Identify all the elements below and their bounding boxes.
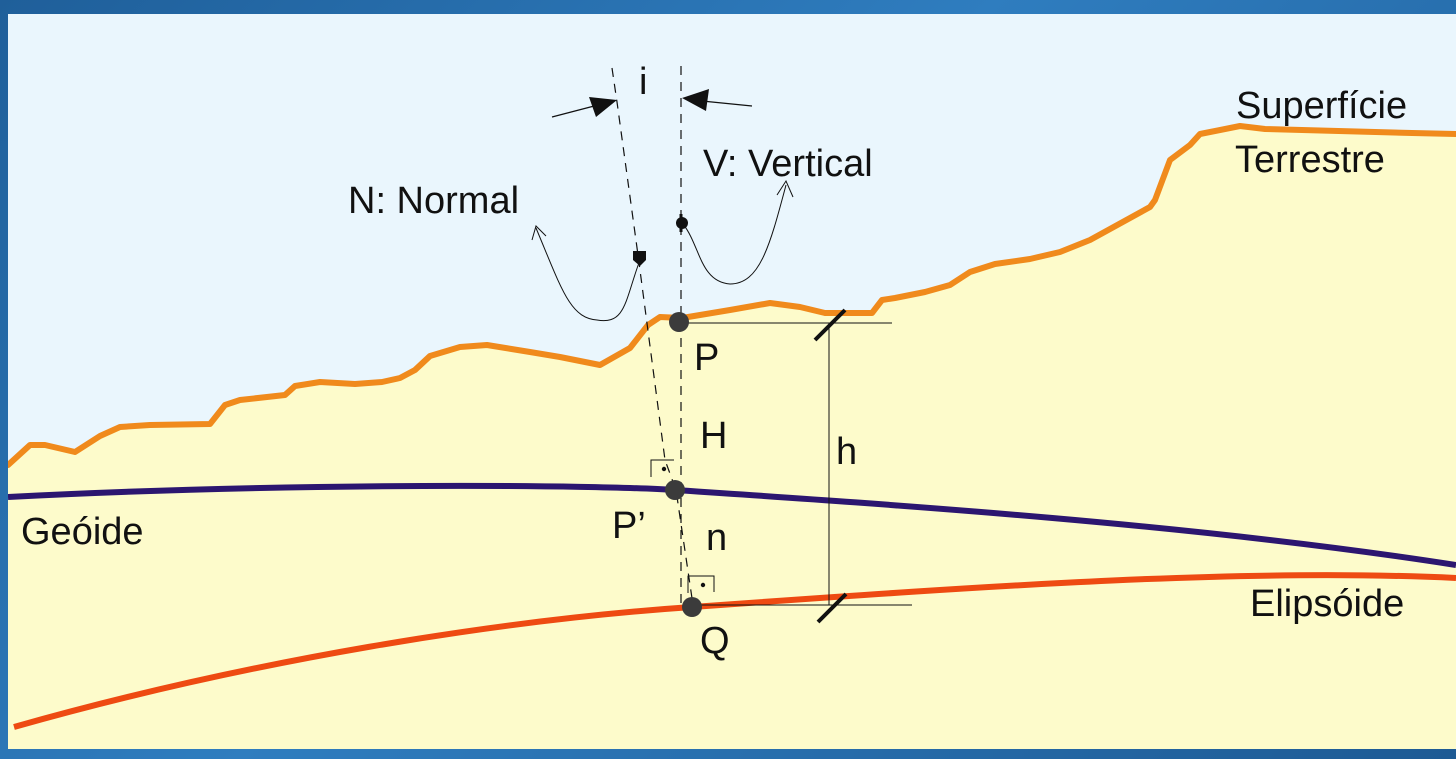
geoid-curve <box>8 482 1456 568</box>
i-arrow-left-shaft <box>551 104 599 118</box>
point-P-prime <box>665 480 685 500</box>
right-angle-dot-ellipsoid <box>700 582 706 588</box>
point-Q <box>682 597 702 617</box>
label-surface-line1: Superfície <box>1236 85 1407 127</box>
right-angle-dot-geoid <box>661 466 667 472</box>
label-P: P <box>694 337 719 379</box>
h-tick-bottom <box>816 592 848 624</box>
vertical-leader <box>682 184 787 285</box>
label-Q: Q <box>700 620 730 662</box>
point-P <box>669 312 689 332</box>
sky-area <box>8 14 1456 465</box>
right-angle-mark-geoid <box>650 459 674 477</box>
label-vertical: V: Vertical <box>703 143 873 185</box>
vertical-leader-arrowhead <box>776 179 794 198</box>
label-normal: N: Normal <box>348 180 519 222</box>
label-surface-line2: Terrestre <box>1235 139 1385 181</box>
geodesy-diagram: i V: Vertical N: Normal Superfície Terre… <box>8 14 1456 749</box>
label-i: i <box>639 61 647 103</box>
i-arrow-left-head <box>589 97 617 117</box>
label-H: H <box>700 415 727 457</box>
i-arrow-right-shaft <box>701 100 753 107</box>
label-P-prime: P’ <box>612 505 646 547</box>
diagram-frame: i V: Vertical N: Normal Superfície Terre… <box>8 14 1456 749</box>
i-arrow-right-head <box>682 89 709 111</box>
label-n: n <box>706 517 727 559</box>
terrestrial-surface-line <box>8 123 1456 468</box>
normal-line <box>611 67 694 606</box>
label-ellipsoid: Elipsóide <box>1250 583 1404 625</box>
right-angle-mark-ellipsoid <box>687 575 715 593</box>
normal-marker <box>633 251 646 266</box>
label-h: h <box>836 431 857 473</box>
h-tick-top <box>813 308 847 342</box>
label-geoid: Geóide <box>21 511 144 553</box>
normal-leader <box>535 227 641 322</box>
normal-leader-arrowhead <box>531 225 547 241</box>
